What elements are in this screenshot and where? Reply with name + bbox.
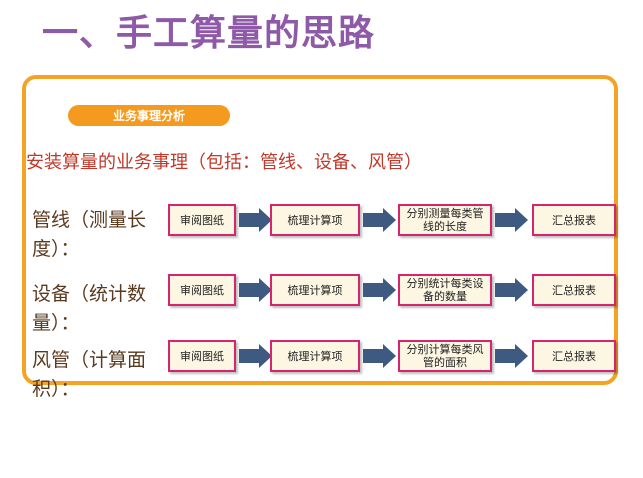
step-box: 分别统计每类设备的数量 <box>398 274 492 306</box>
step-box: 分别计算每类风管的面积 <box>398 340 492 372</box>
row-label-equipment: 设备（统计数量）： <box>32 283 147 334</box>
row-label-duct: 风管（计算面积）： <box>32 349 147 400</box>
step-box: 梳理计算项 <box>270 204 360 236</box>
step-box: 汇总报表 <box>532 204 616 236</box>
step-box: 审阅图纸 <box>168 204 236 236</box>
subtitle: 安装算量的业务事理（包括：管线、设备、风管） <box>26 152 422 173</box>
step-box: 审阅图纸 <box>168 274 236 306</box>
step-box: 汇总报表 <box>532 340 616 372</box>
step-box: 分别测量每类管线的长度 <box>398 204 492 236</box>
step-box: 梳理计算项 <box>270 274 360 306</box>
step-box: 梳理计算项 <box>270 340 360 372</box>
step-box: 审阅图纸 <box>168 340 236 372</box>
step-box: 汇总报表 <box>532 274 616 306</box>
section-tag: 业务事理分析 <box>68 105 230 126</box>
row-label-pipeline: 管线（测量长度）： <box>32 209 147 260</box>
page-title: 一、手工算量的思路 <box>42 13 376 54</box>
